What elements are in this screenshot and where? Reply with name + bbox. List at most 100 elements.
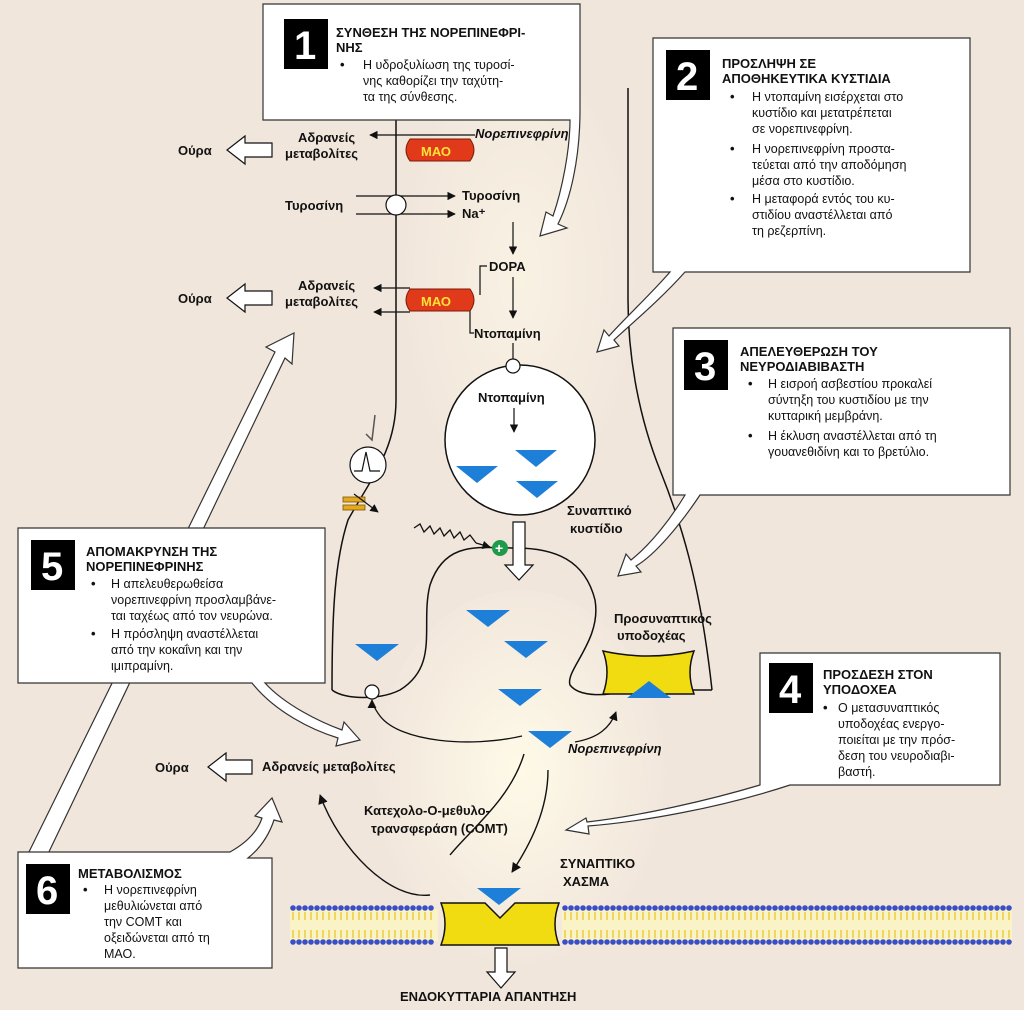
lipid-head [922,939,928,945]
inactive-metabolites-2-line1: Αδρανείς [298,278,355,293]
lipid-head [392,905,398,911]
lipid-head [814,905,820,911]
lipid-head [790,939,796,945]
lipid-head [640,939,646,945]
box-4-callout [564,652,1001,835]
lipid-head [754,939,760,945]
released-norepinephrine-1 [466,610,510,627]
lipid-head [374,905,380,911]
mao-label-2: ΜΑΟ [421,294,451,309]
box-2-number: 2 [676,55,698,99]
box-5-number: 5 [41,545,63,589]
lipid-head [422,905,428,911]
lipid-head [946,905,952,911]
lipid-head [368,905,374,911]
lipid-head [988,939,994,945]
lipid-head [676,905,682,911]
box-1-number-badge [284,19,328,69]
norepinephrine-top-label: Νορεπινεφρίνη [475,126,569,141]
lipid-head [760,905,766,911]
presynaptic-receptor-label-2: υποδοχέας [617,628,686,643]
lipid-head [700,939,706,945]
lipid-head [892,939,898,945]
lipid-head [398,905,404,911]
tyrosine-inside-label: Τυροσίνη [462,188,520,203]
lipid-head [940,939,946,945]
lipid-head [610,939,616,945]
lipid-head [898,905,904,911]
postsynaptic-membrane [290,905,1012,945]
action-potential-spike [354,451,380,472]
dopa-label: DOPA [489,259,526,274]
lipid-head [790,905,796,911]
lipid-head [302,905,308,911]
lipid-head [976,939,982,945]
box-5-bullet-2: • [91,626,96,641]
box-1-number: 1 [294,24,316,68]
lipid-head [970,939,976,945]
lipid-head [802,905,808,911]
released-norepinephrine-2 [504,641,548,658]
box-6-bullet: • [83,882,88,897]
lipid-head [338,939,344,945]
lipid-head [688,939,694,945]
lipid-head [748,939,754,945]
lipid-head [326,905,332,911]
lipid-head [410,939,416,945]
lipid-head [616,905,622,911]
lipid-head [796,905,802,911]
lipid-head [428,905,434,911]
urine-arrow-1 [226,134,273,166]
lipid-head [634,905,640,911]
lipid-head [916,905,922,911]
lipid-head [886,939,892,945]
lipid-head [302,939,308,945]
lipid-head [724,905,730,911]
release-arrow [503,521,535,581]
lipid-head [958,905,964,911]
box-5-callout [17,527,362,747]
lipid-head [904,905,910,911]
comt-label-line1: Κατεχολο-Ο-μεθυλο- [364,803,490,818]
lipid-head [332,939,338,945]
neuron-membrane-left [331,110,397,691]
lipid-head [946,939,952,945]
lipid-head [994,905,1000,911]
lipid-head [976,905,982,911]
lipid-head [766,905,772,911]
lipid-head [796,939,802,945]
lipid-head [970,905,976,911]
lipid-head [718,939,724,945]
lipid-head [1000,905,1006,911]
lipid-head [934,939,940,945]
comt-label-line2: τρανσφεράση (COMT) [371,821,508,836]
lipid-head [922,905,928,911]
lipid-head [724,939,730,945]
receptor-bound-norepinephrine [627,681,671,698]
postsynaptic-receptor [439,902,561,946]
lipid-head [706,905,712,911]
lipid-head [694,905,700,911]
lipid-head [910,905,916,911]
to-presynaptic-receptor-arrow [574,711,618,743]
lipid-head [706,939,712,945]
lipid-head [958,939,964,945]
action-potential-arrow [365,414,376,442]
lipid-head [952,939,958,945]
lipid-head [296,905,302,911]
lipid-head [410,905,416,911]
lipid-head [320,939,326,945]
box-1-bullet: • [340,57,345,72]
released-norepinephrine-5 [528,731,572,748]
lipid-head [350,905,356,911]
lipid-head [622,939,628,945]
lipid-head [1006,939,1012,945]
lipid-head [730,939,736,945]
box-6-number: 6 [36,869,58,913]
urine-label-3: Ούρα [155,760,189,775]
box-2-number-badge [666,50,710,100]
lipid-head [862,939,868,945]
